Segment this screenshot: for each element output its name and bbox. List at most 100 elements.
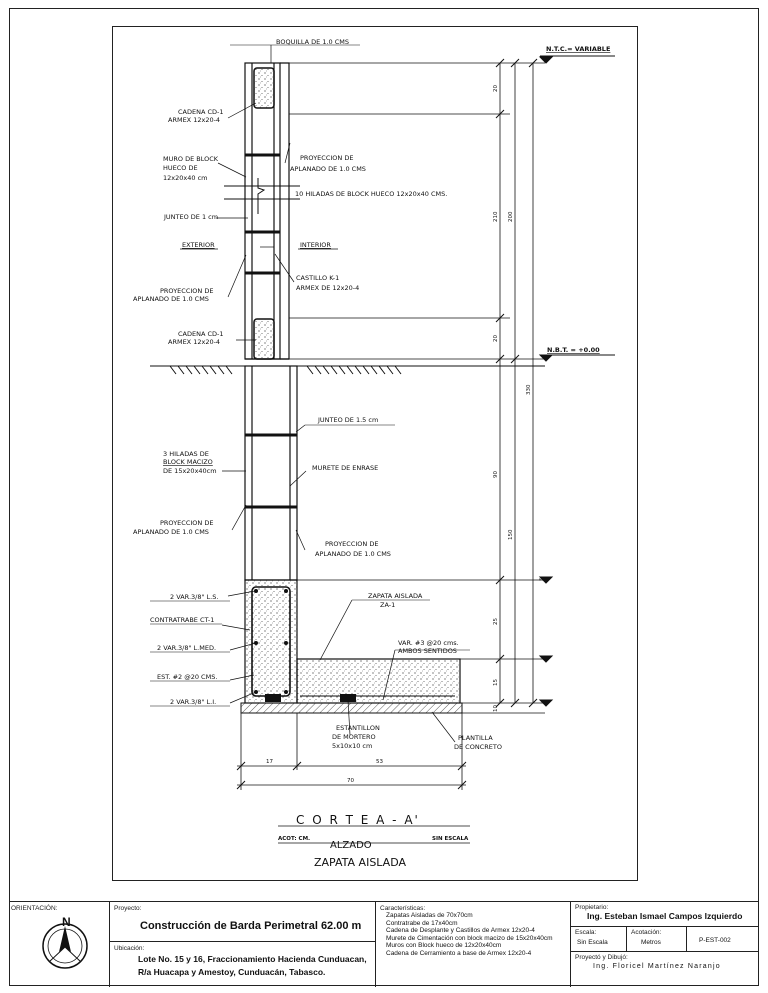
label-right-12: VAR. #3 @20 cms. xyxy=(398,639,459,647)
label-left-16: 2 VAR.3/8" L.S. xyxy=(170,593,218,601)
label-right-5: ARMEX DE 12x20-4 xyxy=(296,284,359,292)
location-cell: Ubicación: Lote No. 15 y 16, Fraccionami… xyxy=(110,942,376,987)
dim-v-0: 20 xyxy=(493,85,499,92)
drawing-labels: BOQUILLA DE 1.0 CMS N.T.C.= VARIABLE N.B… xyxy=(133,38,610,751)
north-letter: N xyxy=(62,915,71,929)
escala-label: SIN ESCALA xyxy=(432,836,469,842)
characteristic-2: Cadena de Desplante y Castillos de Armex… xyxy=(386,927,535,935)
characteristic-3: Murete de Cimentación con block macizo d… xyxy=(386,934,553,942)
dim-v-1: 210 xyxy=(493,211,499,222)
characteristic-1: Contratrabe de 17x40cm xyxy=(386,919,458,927)
label-left-1: ARMEX 12x20-4 xyxy=(168,116,220,124)
characteristic-5: Cadena de Cerramiento a base de Armex 12… xyxy=(386,949,532,957)
solid-block-wall xyxy=(244,365,298,581)
title-block: ORIENTACIÓN: N Proyecto: Construcción de… xyxy=(9,901,759,987)
dim-v-9: 200 xyxy=(508,211,514,222)
characteristic-0: Zapatas Aisladas de 70x70cm xyxy=(386,912,473,920)
label-right-15: DE MORTERO xyxy=(332,733,376,741)
label-left-11: 3 HILADAS DE xyxy=(163,450,209,458)
label-left-19: EST. #2 @20 CMS. xyxy=(157,673,217,681)
label-right-3: INTERIOR xyxy=(300,241,331,249)
label-left-2: MURO DE BLOCK xyxy=(163,155,219,163)
level-markers xyxy=(538,55,615,707)
label-right-0: PROYECCION DE xyxy=(300,154,353,162)
label-left-8: APLANADO DE 1.0 CMS xyxy=(133,295,209,303)
ground-line xyxy=(150,365,545,375)
tie-beam xyxy=(244,579,298,704)
project-cell: Proyecto: Construcción de Barda Perimetr… xyxy=(110,902,376,942)
block-joints xyxy=(245,153,280,275)
label-right-2: 10 HILADAS DE BLOCK HUECO 12x20x40 CMS. xyxy=(295,190,447,198)
label-right-8: PROYECCION DE xyxy=(325,540,378,548)
label-right-17: PLANTILLA xyxy=(458,734,493,742)
owner-value: Ing. Esteban Ismael Campos Izquierdo xyxy=(587,911,743,922)
designer-value: Ing. Floricel Martínez Naranjo xyxy=(593,963,721,971)
label-right-1: APLANADO DE 1.0 CMS xyxy=(290,165,366,173)
label-right-9: APLANADO DE 1.0 CMS xyxy=(315,550,391,558)
break-mark xyxy=(224,178,300,214)
label-left-6: EXTERIOR xyxy=(182,241,215,249)
nbt-label: N.B.T. = +0.00 xyxy=(547,346,600,354)
label-left-13: DE 15x20x40cm xyxy=(163,467,217,475)
label-left-15: APLANADO DE 1.0 CMS xyxy=(133,528,209,536)
drawing-frame xyxy=(112,26,638,881)
location-line-1: Lote No. 15 y 16, Fraccionamiento Hacien… xyxy=(138,954,367,965)
project-label: Proyecto: xyxy=(114,905,142,912)
label-left-5: JUNTEO DE 1 cm xyxy=(163,213,218,221)
dim-v-7: 15 xyxy=(493,679,499,686)
scale-value: Sin Escala xyxy=(577,939,608,947)
project-value: Construcción de Barda Perimetral 62.00 m xyxy=(140,920,362,933)
scale-label: Escala: xyxy=(575,929,597,936)
label-right-11: ZA-1 xyxy=(380,601,395,609)
label-left-0: CADENA CD-1 xyxy=(178,108,224,116)
designer-cell: Proyectó y Dibujó: Ing. Floricel Martíne… xyxy=(571,952,759,987)
dim-v-10: 5 xyxy=(539,577,545,581)
drawing-subtitle: ZAPATA AISLADA xyxy=(314,856,406,869)
characteristic-4: Muros con Block hueco de 12x20x40cm xyxy=(386,942,502,950)
sheet-number: P-EST-002 xyxy=(699,937,731,944)
label-left-14: PROYECCION DE xyxy=(160,519,213,527)
location-line-2: R/a Huacapa y Amestoy, Cunduacán, Tabasc… xyxy=(138,967,326,978)
label-left-4: 12x20x40 cm xyxy=(163,174,207,182)
dim-v-2: 20 xyxy=(493,335,499,342)
label-right-4: CASTILLO K-1 xyxy=(296,274,339,282)
dim-h-2: 70 xyxy=(347,778,354,784)
label-right-14: ESTANTILLON xyxy=(336,724,380,732)
dim-v-3: 330 xyxy=(526,384,532,395)
designer-label: Proyectó y Dibujó: xyxy=(575,954,628,961)
dim-v-8: 10 xyxy=(493,705,499,712)
label-right-6: JUNTEO DE 1.5 cm xyxy=(317,416,378,424)
vertical-dimensions xyxy=(289,62,545,714)
acot-label: ACOT: CM. xyxy=(278,836,310,842)
section-title: C O R T E A - A' xyxy=(296,813,420,827)
dimension-unit-label: Acotación: xyxy=(631,929,662,936)
label-right-7: MURETE DE ENRASE xyxy=(312,464,378,472)
label-right-18: DE CONCRETO xyxy=(454,743,502,751)
dimension-unit-cell: Acotación: Metros xyxy=(627,927,687,952)
characteristics-cell: Características: Zapatas Aisladas de 70x… xyxy=(376,902,571,987)
north-arrow-icon xyxy=(42,923,88,969)
scale-cell: Escala: Sin Escala xyxy=(571,927,627,952)
location-label: Ubicación: xyxy=(114,945,145,952)
label-right-16: 5x10x10 cm xyxy=(332,742,372,750)
sheet-number-cell: P-EST-002 xyxy=(687,927,759,952)
owner-label: Propietario: xyxy=(575,904,609,911)
owner-cell: Propietario: Ing. Esteban Ismael Campos … xyxy=(571,902,759,927)
leader-lines xyxy=(180,45,470,844)
label-right-10: ZAPATA AISLADA xyxy=(368,592,423,600)
top-label: BOQUILLA DE 1.0 CMS xyxy=(276,38,349,46)
section-sub: ALZADO xyxy=(330,840,372,851)
vertical-dim-numbers: 20 210 20 330 90 150 25 15 10 200 5 xyxy=(493,85,545,712)
label-left-3: HUECO DE xyxy=(163,164,198,172)
label-left-12: BLOCK MACIZO xyxy=(163,458,213,466)
label-left-9: CADENA CD-1 xyxy=(178,330,224,338)
orientation-cell: ORIENTACIÓN: N xyxy=(9,902,110,987)
characteristics-label: Características: xyxy=(380,905,426,912)
label-left-18: 2 VAR.3/8" L.MED. xyxy=(157,644,216,652)
dimension-unit-value: Metros xyxy=(641,939,661,947)
dim-v-5: 150 xyxy=(508,529,514,540)
ntc-label: N.T.C.= VARIABLE xyxy=(546,45,610,53)
label-left-17: CONTRATRABE CT-1 xyxy=(150,616,214,624)
dim-h-0: 17 xyxy=(266,759,273,765)
